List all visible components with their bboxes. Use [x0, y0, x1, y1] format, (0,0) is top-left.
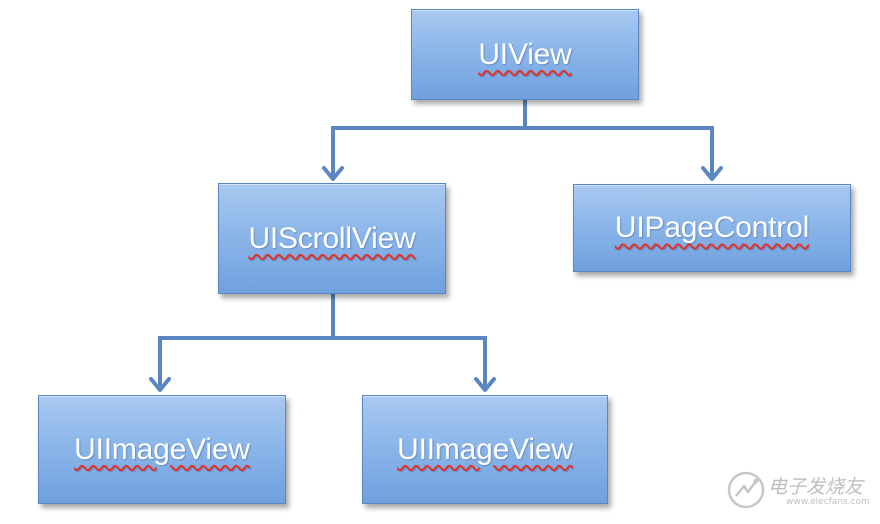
arrowhead-uipagecontrol — [701, 166, 723, 181]
arrowhead-uiimageview-1 — [149, 377, 171, 392]
watermark: 电子发烧友 www.elecfans.com — [726, 470, 870, 514]
node-uiimageview-2: UIImageView — [362, 395, 608, 504]
edge-uiview-children — [331, 98, 714, 180]
node-label: UIImageView — [397, 432, 573, 466]
node-label: UIView — [478, 37, 572, 71]
electronics-fans-logo-icon — [727, 471, 765, 509]
node-uipagecontrol: UIPageControl — [573, 184, 851, 272]
edge-uiscrollview-children — [158, 292, 487, 391]
node-label: UIPageControl — [614, 211, 810, 244]
arrowheads-level-2 — [149, 377, 496, 392]
node-label: UIScrollView — [248, 221, 416, 255]
watermark-url: www.elecfans.com — [786, 497, 870, 507]
arrowheads-level-1 — [322, 166, 723, 181]
node-label: UIImageView — [74, 432, 250, 466]
node-uiimageview-1: UIImageView — [38, 395, 286, 504]
node-uiview: UIView — [411, 9, 639, 100]
node-uiscrollview: UIScrollView — [218, 183, 446, 294]
watermark-text: 电子发烧友 — [768, 476, 864, 498]
arrowhead-uiscrollview — [322, 166, 344, 181]
arrowhead-uiimageview-2 — [474, 377, 496, 392]
